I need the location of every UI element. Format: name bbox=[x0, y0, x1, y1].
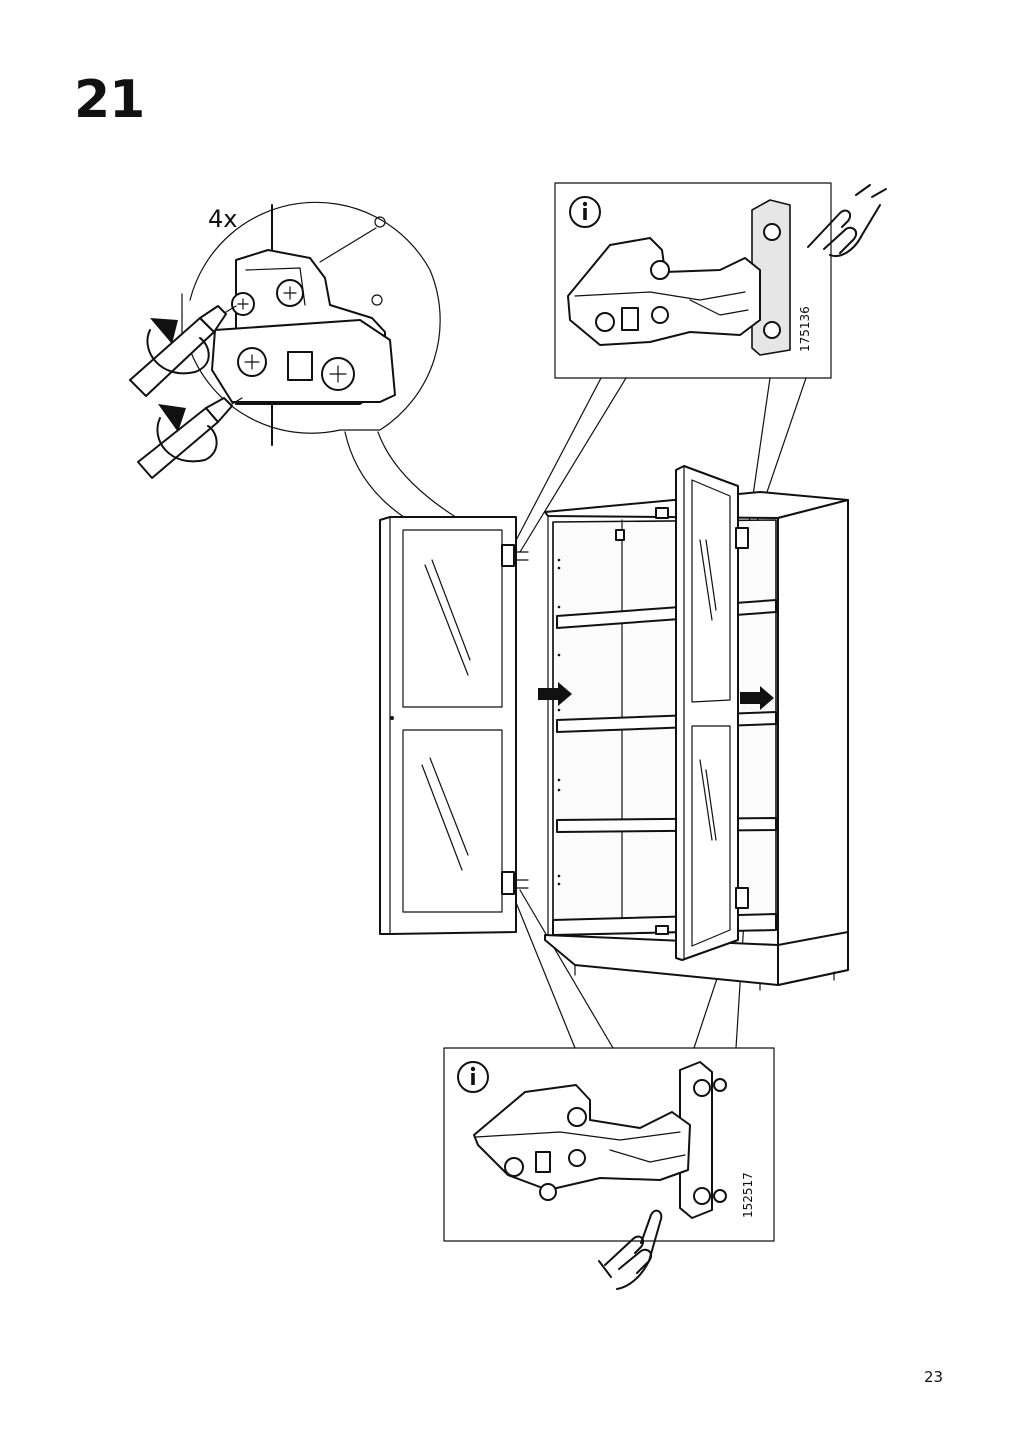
push-arrow-icon bbox=[538, 682, 774, 710]
info-icon bbox=[457, 1061, 489, 1093]
screwdriver-icon bbox=[129, 305, 243, 479]
rotate-arrow-icon bbox=[146, 318, 218, 463]
page-number: 23 bbox=[924, 1368, 944, 1386]
info-box-top: 175136 bbox=[554, 182, 832, 379]
step-number: 21 bbox=[74, 70, 145, 130]
info-box-bottom: 152517 bbox=[443, 1047, 775, 1242]
hinge-detail-callout: 4x bbox=[129, 201, 441, 479]
part-number-top: 175136 bbox=[798, 306, 812, 352]
info-icon bbox=[569, 196, 601, 228]
quantity-label: 4x bbox=[208, 205, 237, 233]
right-door bbox=[675, 465, 749, 961]
part-number-bottom: 152517 bbox=[741, 1172, 755, 1218]
pointing-hand-icon bbox=[807, 184, 887, 257]
pointing-hand-icon bbox=[598, 1209, 663, 1290]
left-door bbox=[379, 516, 529, 935]
